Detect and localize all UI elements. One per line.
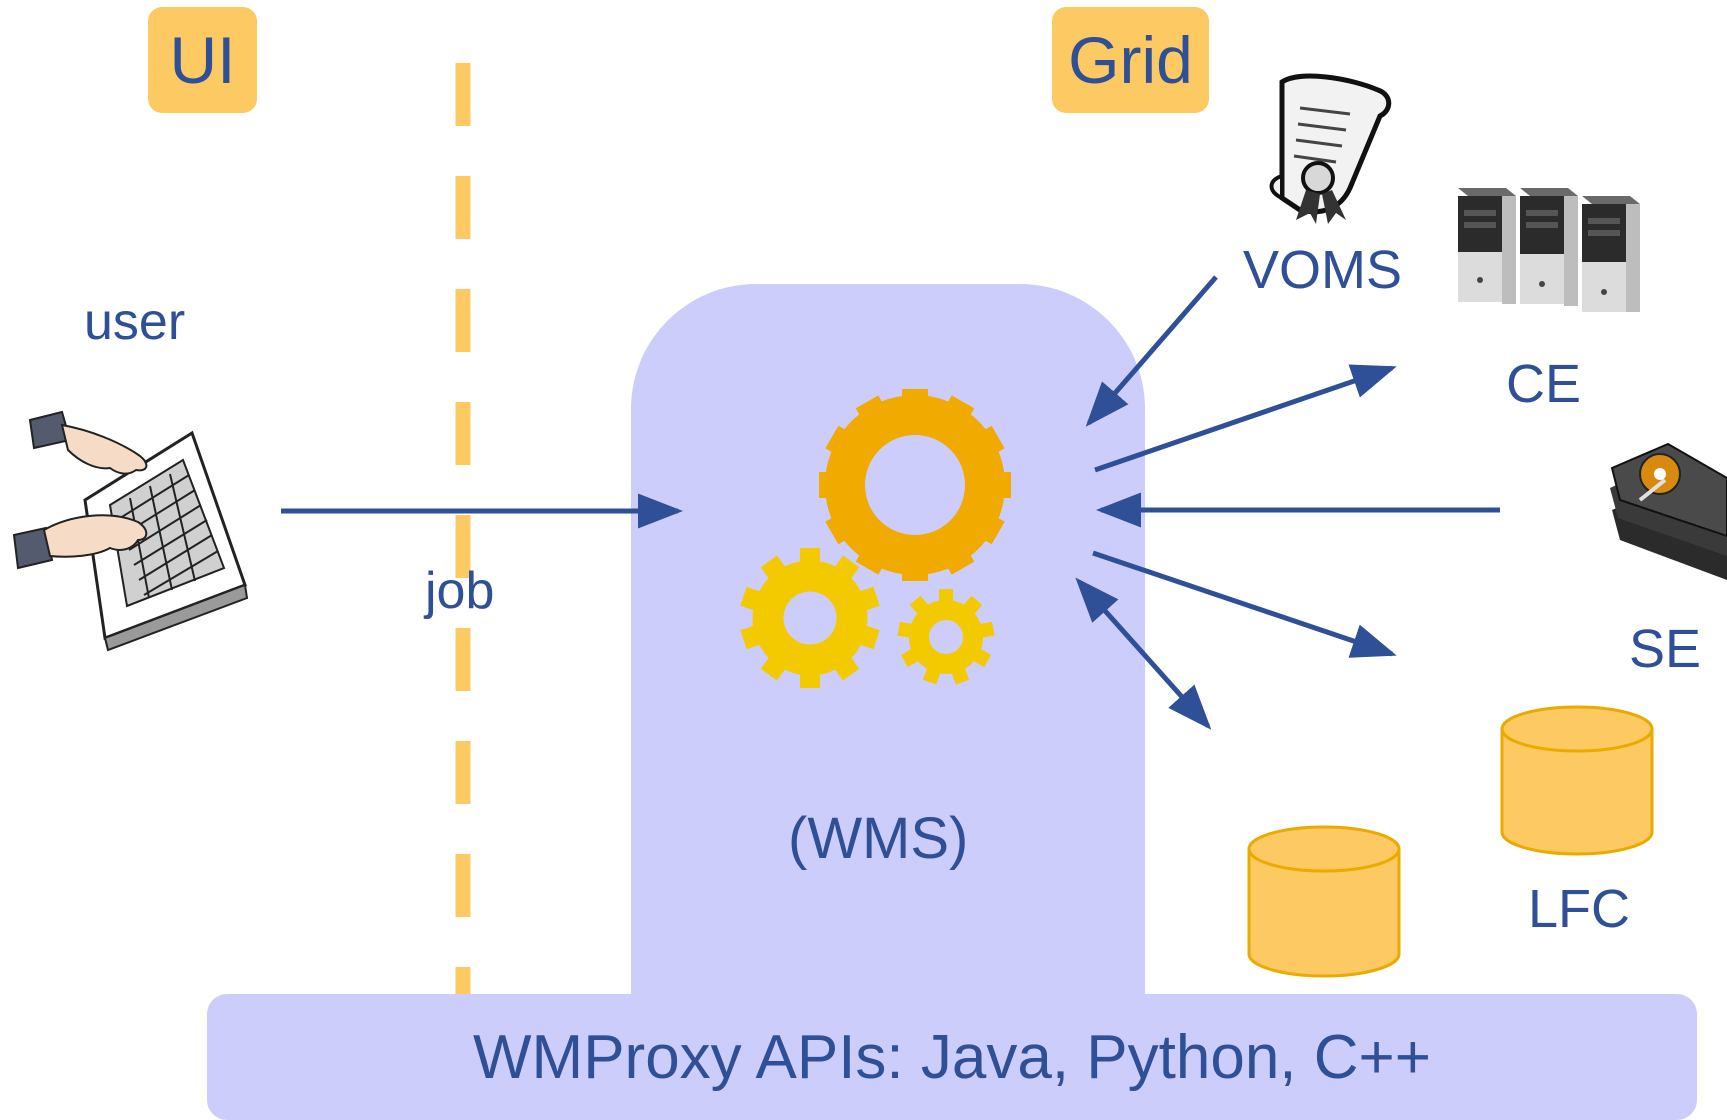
lfc-arrow	[1092, 550, 1397, 658]
voms-label: VOMS	[1243, 240, 1403, 300]
wms-label: (WMS)	[788, 806, 969, 871]
small-gear	[897, 589, 995, 685]
lfc-database-icon	[1500, 705, 1654, 856]
grid-tag: Grid	[1052, 7, 1209, 113]
ui-tag: UI	[148, 7, 257, 113]
lfc-label: LFC	[1528, 879, 1631, 939]
voms-arrow	[1085, 275, 1218, 427]
server-towers-icon	[1458, 188, 1640, 312]
large-gear	[819, 389, 1011, 581]
se-label: SE	[1629, 619, 1702, 679]
certificate-scroll-icon	[1269, 73, 1392, 224]
hard-disks-icon	[1610, 442, 1727, 580]
database-icon	[1247, 825, 1401, 978]
medium-gear	[740, 548, 880, 688]
arrows	[281, 275, 1500, 730]
gears-icon	[740, 389, 1011, 688]
wmproxy-api-label: WMProxy APIs: Java, Python, C++	[473, 1022, 1431, 1092]
ce-label: CE	[1506, 354, 1582, 414]
keyboard-hands-icon	[12, 410, 249, 652]
grid-tag-label: Grid	[1068, 23, 1193, 97]
ui-tag-label: UI	[169, 23, 236, 97]
db-arrow	[1075, 577, 1212, 730]
ce-arrow	[1094, 364, 1397, 473]
job-label: job	[425, 562, 495, 620]
user-label: user	[84, 293, 186, 351]
wmproxy-api-bar: WMProxy APIs: Java, Python, C++	[207, 994, 1697, 1120]
